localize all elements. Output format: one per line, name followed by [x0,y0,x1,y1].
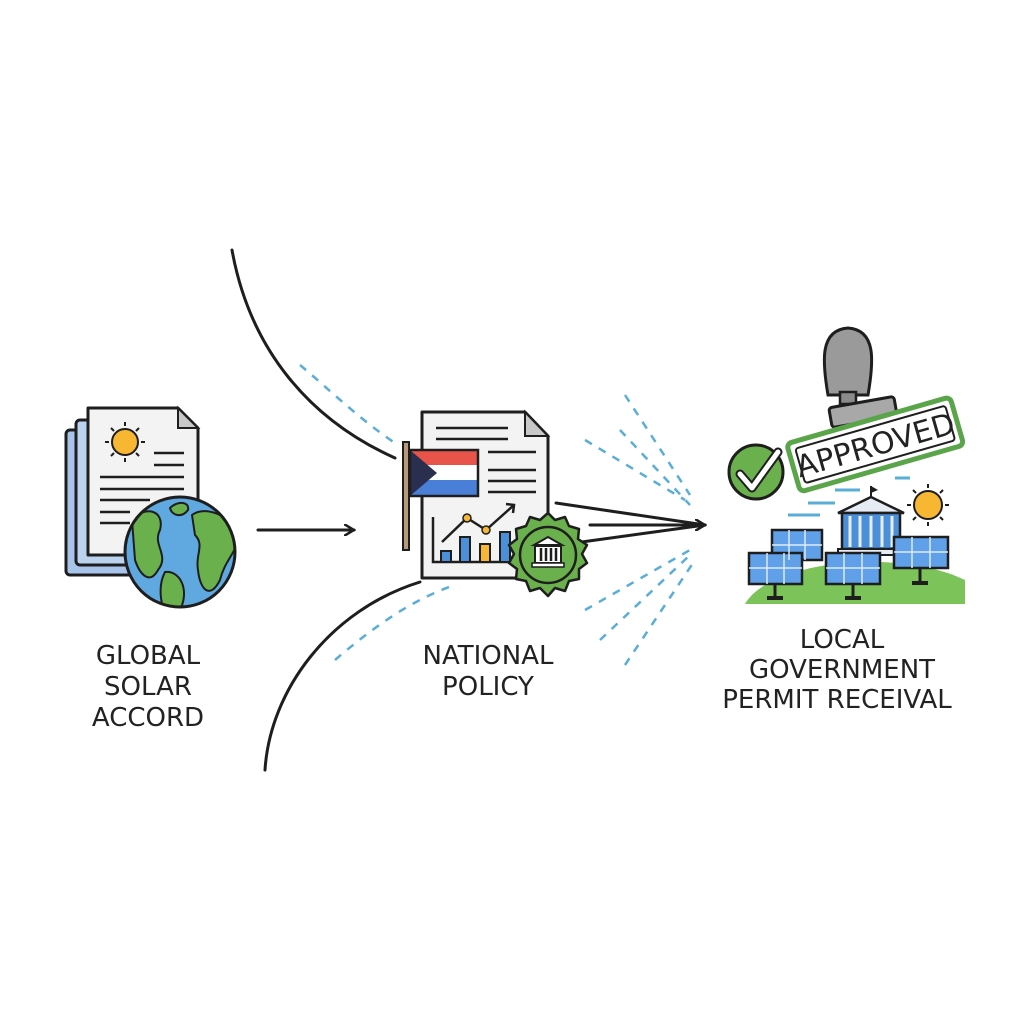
dash-bottom [334,583,456,661]
curve-bottom [263,580,422,772]
globe-icon [123,495,237,609]
label-local-government-permit: LOCAL GOVERNMENT PERMIT RECEIVAL [722,625,952,715]
label-line: GOVERNMENT [749,655,935,685]
label-line: SOLAR [104,672,192,702]
sun-icon [907,484,949,526]
dash-right-1 [623,394,692,496]
stamp-icon [822,326,899,429]
flag-icon [402,441,480,551]
label-line: NATIONAL [423,641,554,671]
chart-icon [431,502,520,564]
label-line: POLICY [442,672,534,702]
label-global-solar-accord: GLOBAL SOLAR ACCORD [92,641,204,733]
dash-right-6 [623,559,697,666]
label-line: GLOBAL [96,641,201,671]
dash-right-2 [619,429,691,506]
label-line: PERMIT RECEIVAL [722,685,952,715]
sun-icon [105,422,145,462]
government-building-icon [837,486,905,556]
label-line: LOCAL [800,625,885,655]
government-seal-icon [507,511,589,598]
policy-document-flag-icon [402,409,589,598]
label-national-policy: NATIONAL POLICY [423,641,554,702]
document-globe-icon [64,405,237,609]
dash-right-3 [584,438,686,502]
dash-right-4 [584,548,691,612]
approved-stamp-solar-farm-icon: APPROVED [727,326,966,604]
curve-top [230,248,397,460]
solar-panels [747,528,950,600]
label-line: ACCORD [92,703,204,733]
dash-right-5 [599,554,691,641]
checkmark-icon [727,443,785,501]
